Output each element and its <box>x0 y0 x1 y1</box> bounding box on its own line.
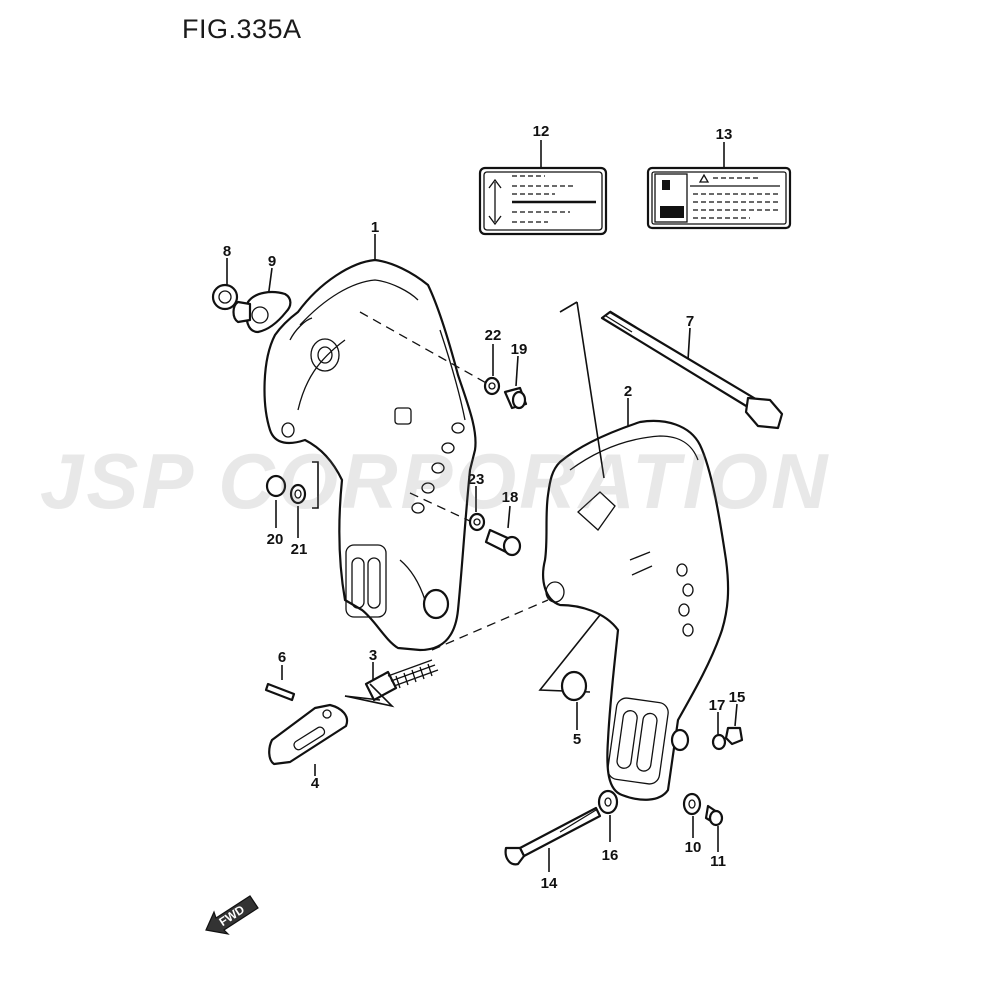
bolt-11 <box>704 804 724 852</box>
cap-5 <box>560 670 588 730</box>
nut-15 <box>724 703 744 746</box>
washer-16 <box>597 789 619 842</box>
part-label-7: 7 <box>686 313 694 330</box>
part-label-11: 11 <box>710 853 726 870</box>
part-label-8: 8 <box>223 243 231 260</box>
washer-17 <box>711 712 727 751</box>
bolt-14 <box>504 806 602 872</box>
part-label-20: 20 <box>267 531 284 548</box>
part-label-19: 19 <box>511 341 528 358</box>
part-label-12: 12 <box>533 123 550 140</box>
figure-title: FIG.335A <box>182 14 302 44</box>
part-label-21: 21 <box>291 541 308 558</box>
clamp-bracket-left <box>263 234 477 652</box>
tilt-shaft-7 <box>600 310 784 430</box>
washer-21 <box>289 483 307 538</box>
bolt-19 <box>503 355 528 410</box>
decal-13 <box>646 142 792 230</box>
bolt-18 <box>484 505 522 557</box>
part-label-9: 9 <box>268 253 276 270</box>
washer-10 <box>682 792 702 838</box>
spring-shaft-3 <box>344 659 439 708</box>
washer-22 <box>483 344 501 396</box>
part-label-23: 23 <box>468 471 485 488</box>
part-label-14: 14 <box>541 875 558 892</box>
part-label-6: 6 <box>278 649 286 666</box>
bushing-plate-9 <box>232 267 292 334</box>
decal-12 <box>478 140 608 236</box>
part-label-13: 13 <box>716 126 733 143</box>
part-label-5: 5 <box>573 731 581 748</box>
part-label-18: 18 <box>502 489 519 506</box>
washer-23 <box>468 486 486 532</box>
part-label-1: 1 <box>371 219 379 236</box>
part-label-22: 22 <box>485 327 502 344</box>
part-label-17: 17 <box>709 697 726 714</box>
part-label-10: 10 <box>685 839 702 856</box>
part-label-16: 16 <box>602 847 619 864</box>
bracket-4 <box>268 703 349 776</box>
fwd-arrow: FWD <box>205 895 259 935</box>
part-label-3: 3 <box>369 647 377 664</box>
clamp-bracket-right <box>542 398 730 801</box>
part-label-2: 2 <box>624 383 632 400</box>
nut-20 <box>265 474 287 528</box>
part-label-15: 15 <box>729 689 746 706</box>
part-number-labels: 1 2 3 4 5 6 7 8 9 10 11 12 13 14 15 16 1… <box>223 123 746 892</box>
bushing-8 <box>211 258 239 311</box>
part-label-4: 4 <box>311 775 320 792</box>
pin-6 <box>264 665 296 702</box>
